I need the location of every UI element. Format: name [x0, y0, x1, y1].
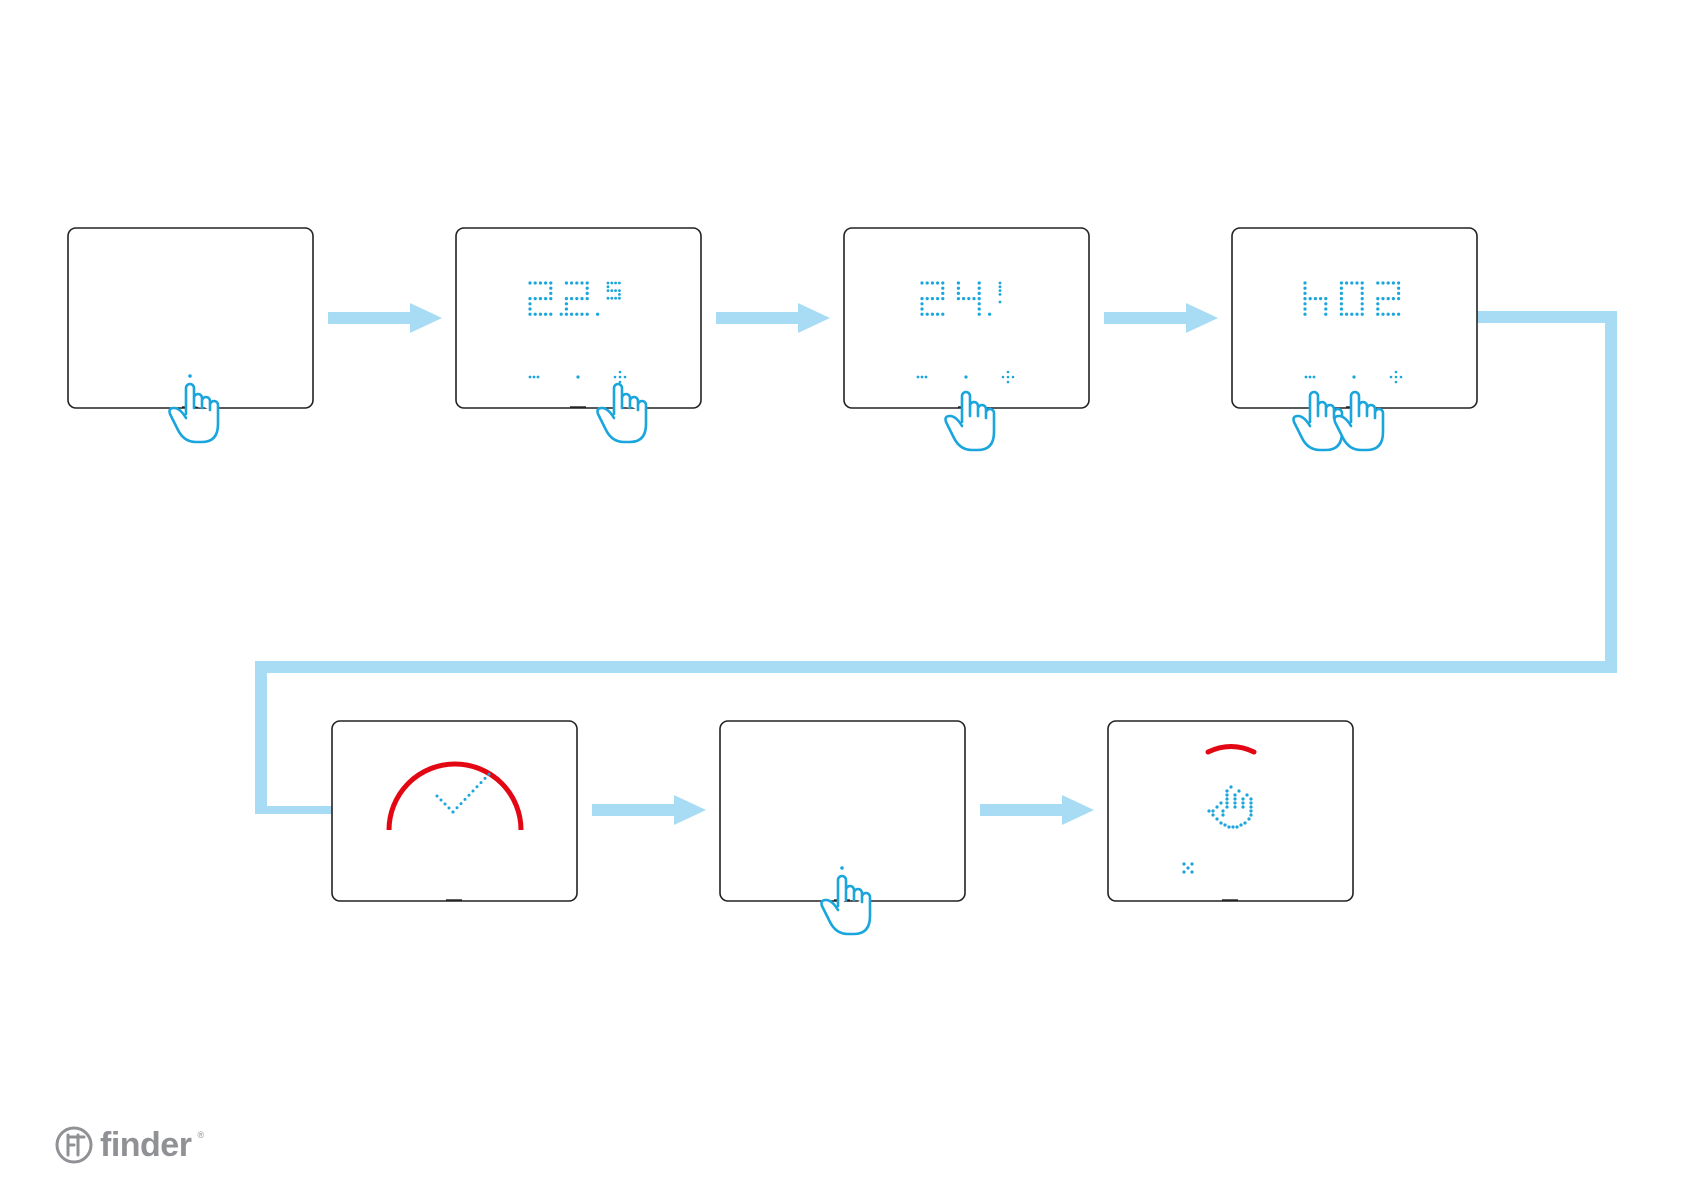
brand-name: finder	[100, 1126, 191, 1165]
arrow-2-shaft	[716, 312, 801, 324]
arrow-1-head	[410, 303, 442, 333]
screen-5	[332, 721, 577, 901]
arrow-2-head	[798, 303, 830, 333]
screen-1	[68, 228, 313, 442]
arrow-4-head	[674, 795, 706, 825]
arrow-5-head	[1062, 795, 1094, 825]
device-frame	[1232, 228, 1477, 408]
brand-logo: finder ®	[54, 1122, 204, 1168]
arrow-3-shaft	[1104, 312, 1189, 324]
device-frame	[720, 721, 965, 901]
arrow-3-head	[1186, 303, 1218, 333]
indicator-dot	[188, 374, 192, 378]
screen-7	[1108, 721, 1353, 901]
screen-4	[1232, 228, 1477, 450]
screen-3	[844, 228, 1089, 450]
screen-6	[720, 721, 965, 934]
arrow-1-shaft	[328, 312, 413, 324]
arrow-5-shaft	[980, 804, 1065, 816]
registered-mark: ®	[197, 1130, 204, 1140]
arrow-4-shaft	[592, 804, 677, 816]
device-frame	[332, 721, 577, 901]
screen-2	[456, 228, 701, 442]
device-frame	[68, 228, 313, 408]
indicator-dot	[840, 866, 844, 870]
device-frame	[456, 228, 701, 408]
finder-logo-icon	[54, 1125, 94, 1165]
device-frame	[844, 228, 1089, 408]
